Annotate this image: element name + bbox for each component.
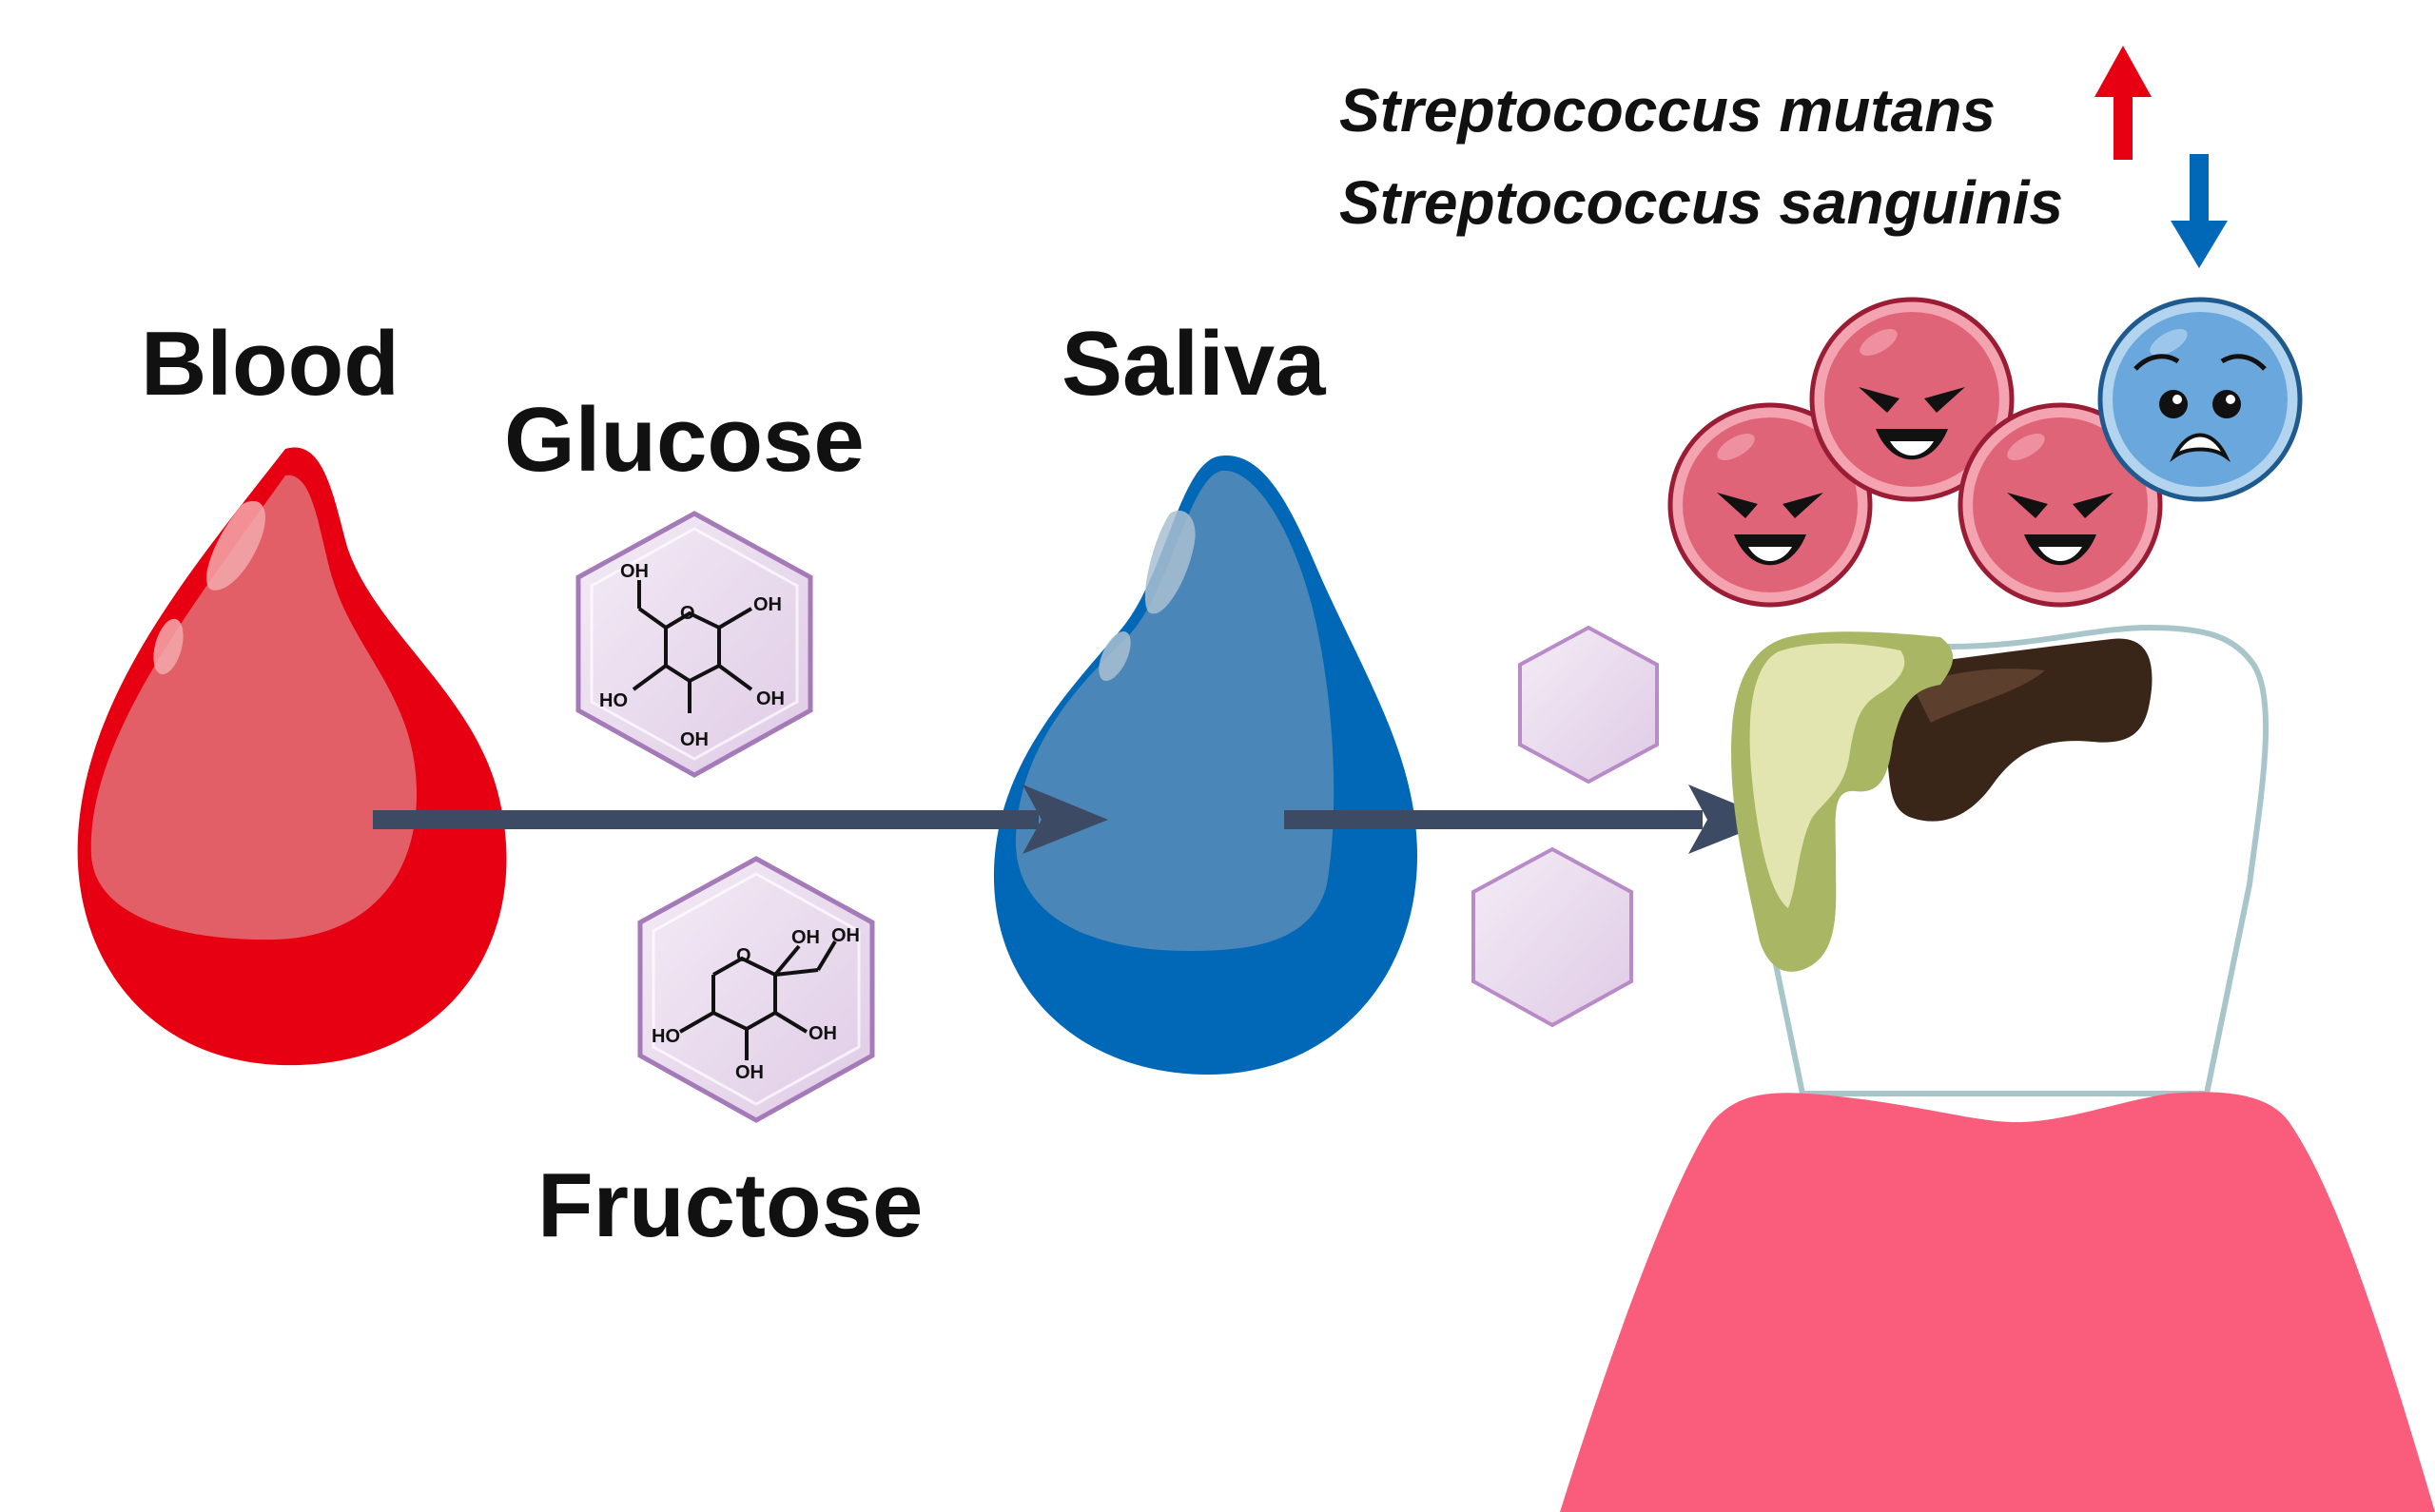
increase-arrow-icon <box>2094 46 2152 160</box>
svg-text:HO: HO <box>599 690 628 711</box>
svg-text:OH: OH <box>808 1023 837 1044</box>
sugar-hexagon-icon <box>1471 846 1633 1028</box>
glucose-label: Glucose <box>504 389 865 491</box>
blood-drop-icon <box>77 447 507 1066</box>
svg-text:OH: OH <box>680 729 709 750</box>
svg-text:O: O <box>680 603 695 624</box>
mutans-bacterium-icon <box>1809 297 2015 502</box>
svg-text:OH: OH <box>735 1062 764 1083</box>
mutans-bacterium-icon <box>1667 402 1873 608</box>
svg-text:HO: HO <box>652 1026 680 1047</box>
svg-text:OH: OH <box>791 927 820 948</box>
mutans-bacterium-icon <box>1958 402 2163 608</box>
saliva-drop-icon <box>993 456 1417 1075</box>
sanguinis-bacterium-icon <box>2097 297 2303 502</box>
gum-icon <box>1560 1092 2435 1512</box>
sugar-hexagon-icon <box>1518 625 1659 785</box>
plaque-icon <box>1731 631 1954 972</box>
decrease-arrow-icon <box>2171 154 2228 268</box>
svg-text:O: O <box>736 945 751 966</box>
svg-text:OH: OH <box>831 925 860 946</box>
blood-to-saliva-arrow <box>373 785 1108 854</box>
svg-text:OH: OH <box>753 594 782 615</box>
glucose-molecule-icon: O OH OH OH OH HO <box>575 511 813 778</box>
blood-label: Blood <box>141 313 399 415</box>
svg-text:OH: OH <box>756 688 785 709</box>
sanguinis-label: Streptococcus sanguinis <box>1339 168 2063 237</box>
svg-text:OH: OH <box>620 561 649 582</box>
fructose-molecule-icon: O OH OH OH OH HO <box>637 856 875 1123</box>
fructose-label: Fructose <box>537 1154 923 1256</box>
mutans-label: Streptococcus mutans <box>1339 76 1996 145</box>
saliva-to-tooth-arrow <box>1284 785 1774 854</box>
saliva-label: Saliva <box>1062 313 1326 415</box>
caries-icon <box>1879 638 2153 822</box>
